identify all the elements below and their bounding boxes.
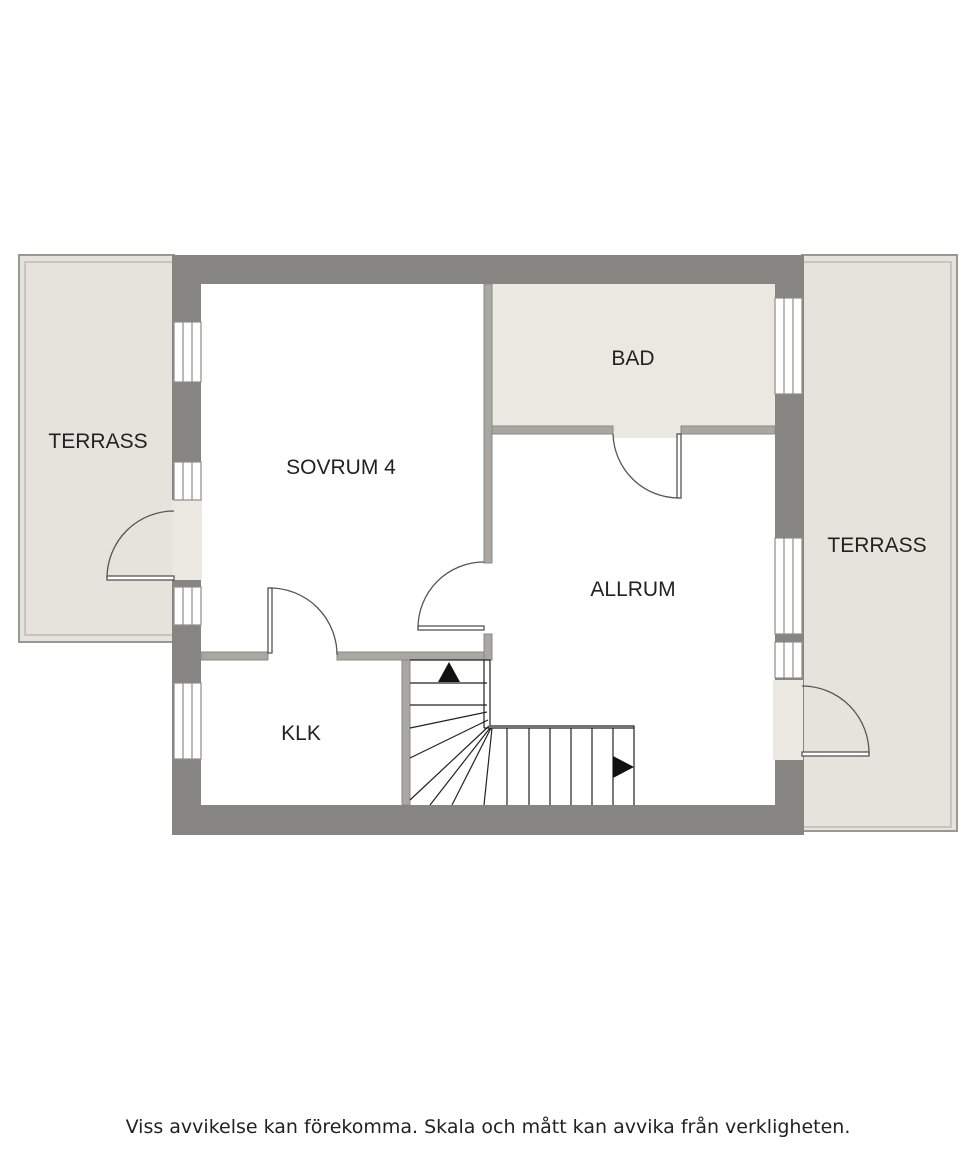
label-terrace-left: TERRASS (48, 430, 147, 453)
door-terrace-left (106, 510, 175, 581)
stair-arrow-up-icon (438, 662, 460, 682)
door-bedroom-closet (267, 587, 338, 656)
door-bath (612, 433, 682, 499)
disclaimer-text: Viss avvikelse kan förekomma. Skala och … (125, 1116, 851, 1138)
window-living-1 (774, 537, 803, 635)
label-closet: KLK (281, 722, 321, 745)
window-bedroom-2 (173, 461, 202, 501)
label-bathroom: BAD (611, 347, 654, 370)
window-living-2 (774, 641, 803, 679)
door-openings (172, 500, 803, 760)
staircase (409, 659, 635, 806)
interior-walls (200, 283, 776, 806)
label-living: ALLRUM (590, 578, 675, 601)
door-terrace-right (801, 685, 870, 757)
window-bedroom-1 (173, 321, 202, 383)
room-labels: TERRASS TERRASS SOVRUM 4 BAD ALLRUM KLK (48, 347, 926, 745)
door-living-bedroom (417, 561, 485, 631)
stair-arrow-right-icon (613, 756, 634, 778)
window-bath (774, 297, 803, 395)
window-bedroom-3 (173, 586, 202, 626)
label-bedroom: SOVRUM 4 (286, 456, 396, 479)
terrace-right (801, 254, 958, 832)
label-terrace-right: TERRASS (827, 534, 926, 557)
terrace-left (18, 254, 175, 643)
doors (106, 433, 870, 757)
windows (173, 297, 803, 760)
window-closet (173, 682, 202, 760)
